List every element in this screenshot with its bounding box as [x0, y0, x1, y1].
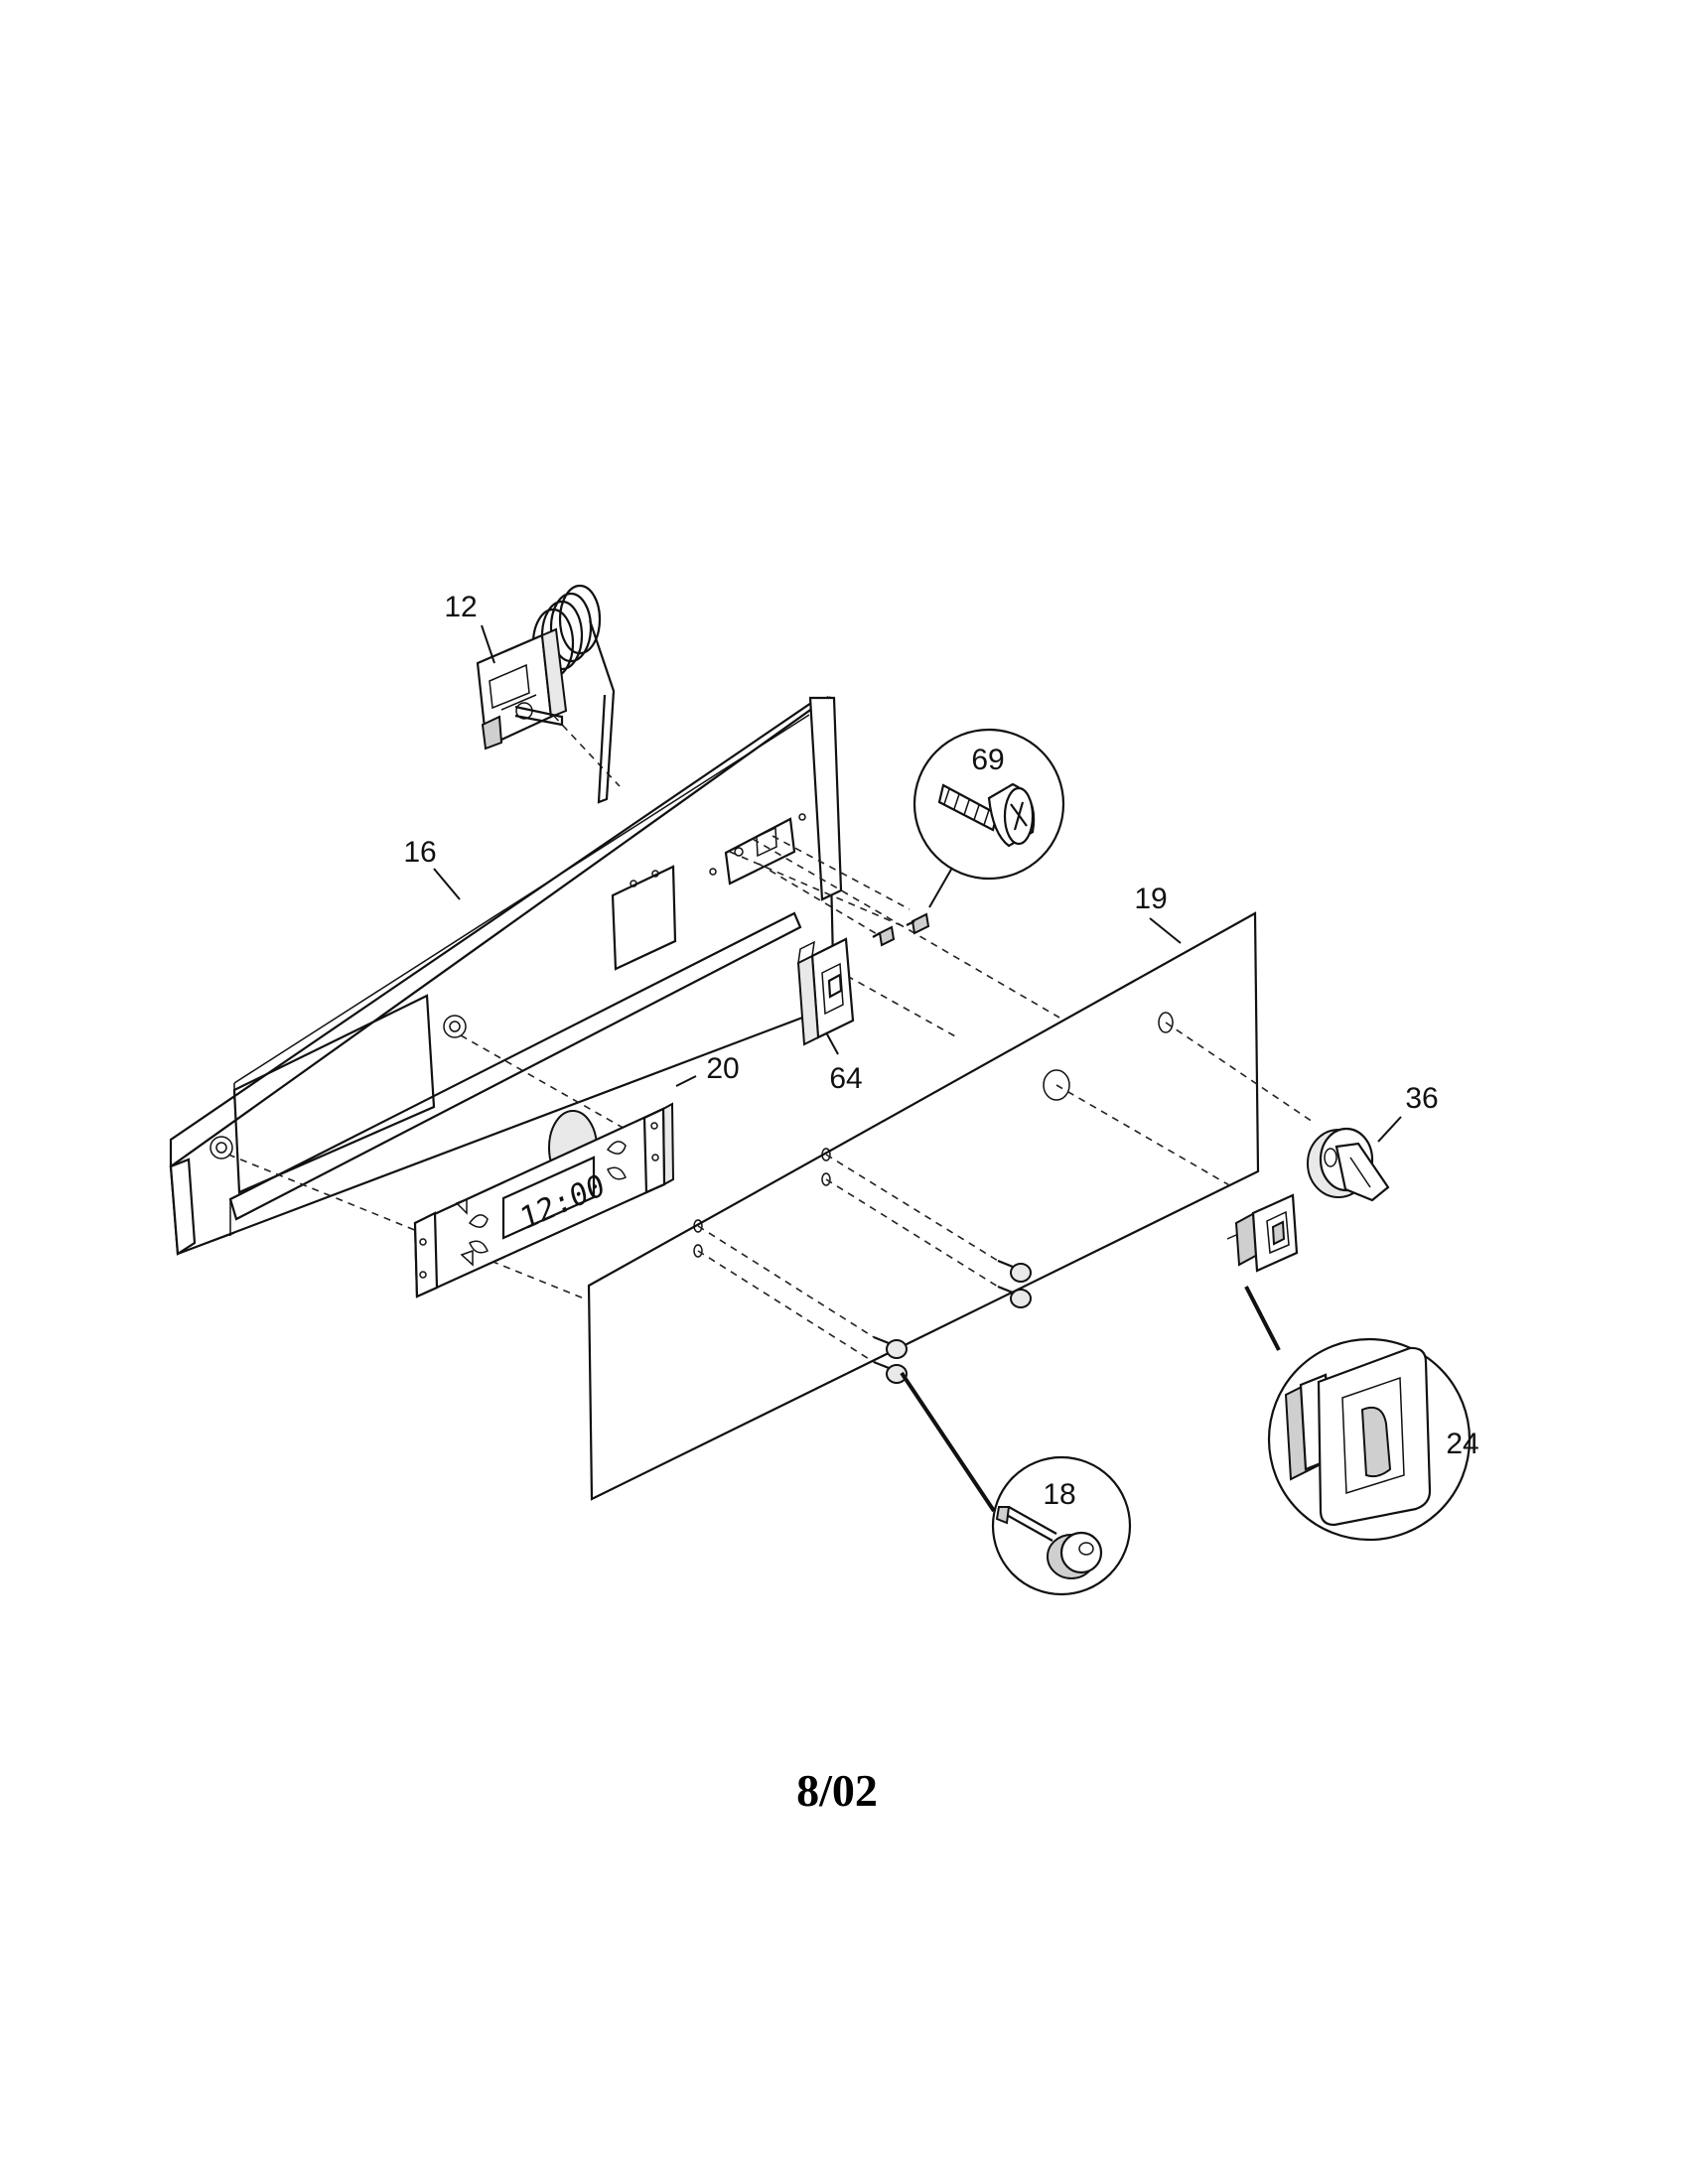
callout-labels: 12 16 19 20 64 36 [403, 591, 1439, 1143]
callout-20: 20 [706, 1052, 739, 1085]
footer-date: 8/02 [796, 1765, 878, 1816]
callout-24: 24 [1446, 1428, 1478, 1460]
part-20-clock-timer: 12:00 [413, 1102, 675, 1298]
detail-69-screw: 69 [912, 728, 1065, 908]
part-36-knob [1307, 1127, 1390, 1202]
screws-69-installed [872, 912, 930, 947]
part-19-front-overlay-panel [587, 911, 1260, 1501]
callout-19: 19 [1134, 883, 1167, 915]
part-16-control-panel-frame [169, 695, 843, 1256]
detail-18-screw: 18 [900, 1371, 1132, 1596]
detail-24-rocker-switch: 24 [1244, 1286, 1479, 1542]
part-24-rocker-switch-small [1226, 1193, 1299, 1273]
part-64-switch-bracket [796, 937, 855, 1046]
screws-18-installed [873, 1259, 1032, 1384]
callout-16: 16 [403, 836, 436, 869]
callout-64: 64 [829, 1062, 862, 1095]
callout-18: 18 [1043, 1478, 1075, 1511]
callout-36: 36 [1405, 1082, 1438, 1115]
part-12-thermostat [476, 584, 616, 804]
callout-12: 12 [444, 591, 477, 623]
callout-69: 69 [971, 744, 1004, 776]
